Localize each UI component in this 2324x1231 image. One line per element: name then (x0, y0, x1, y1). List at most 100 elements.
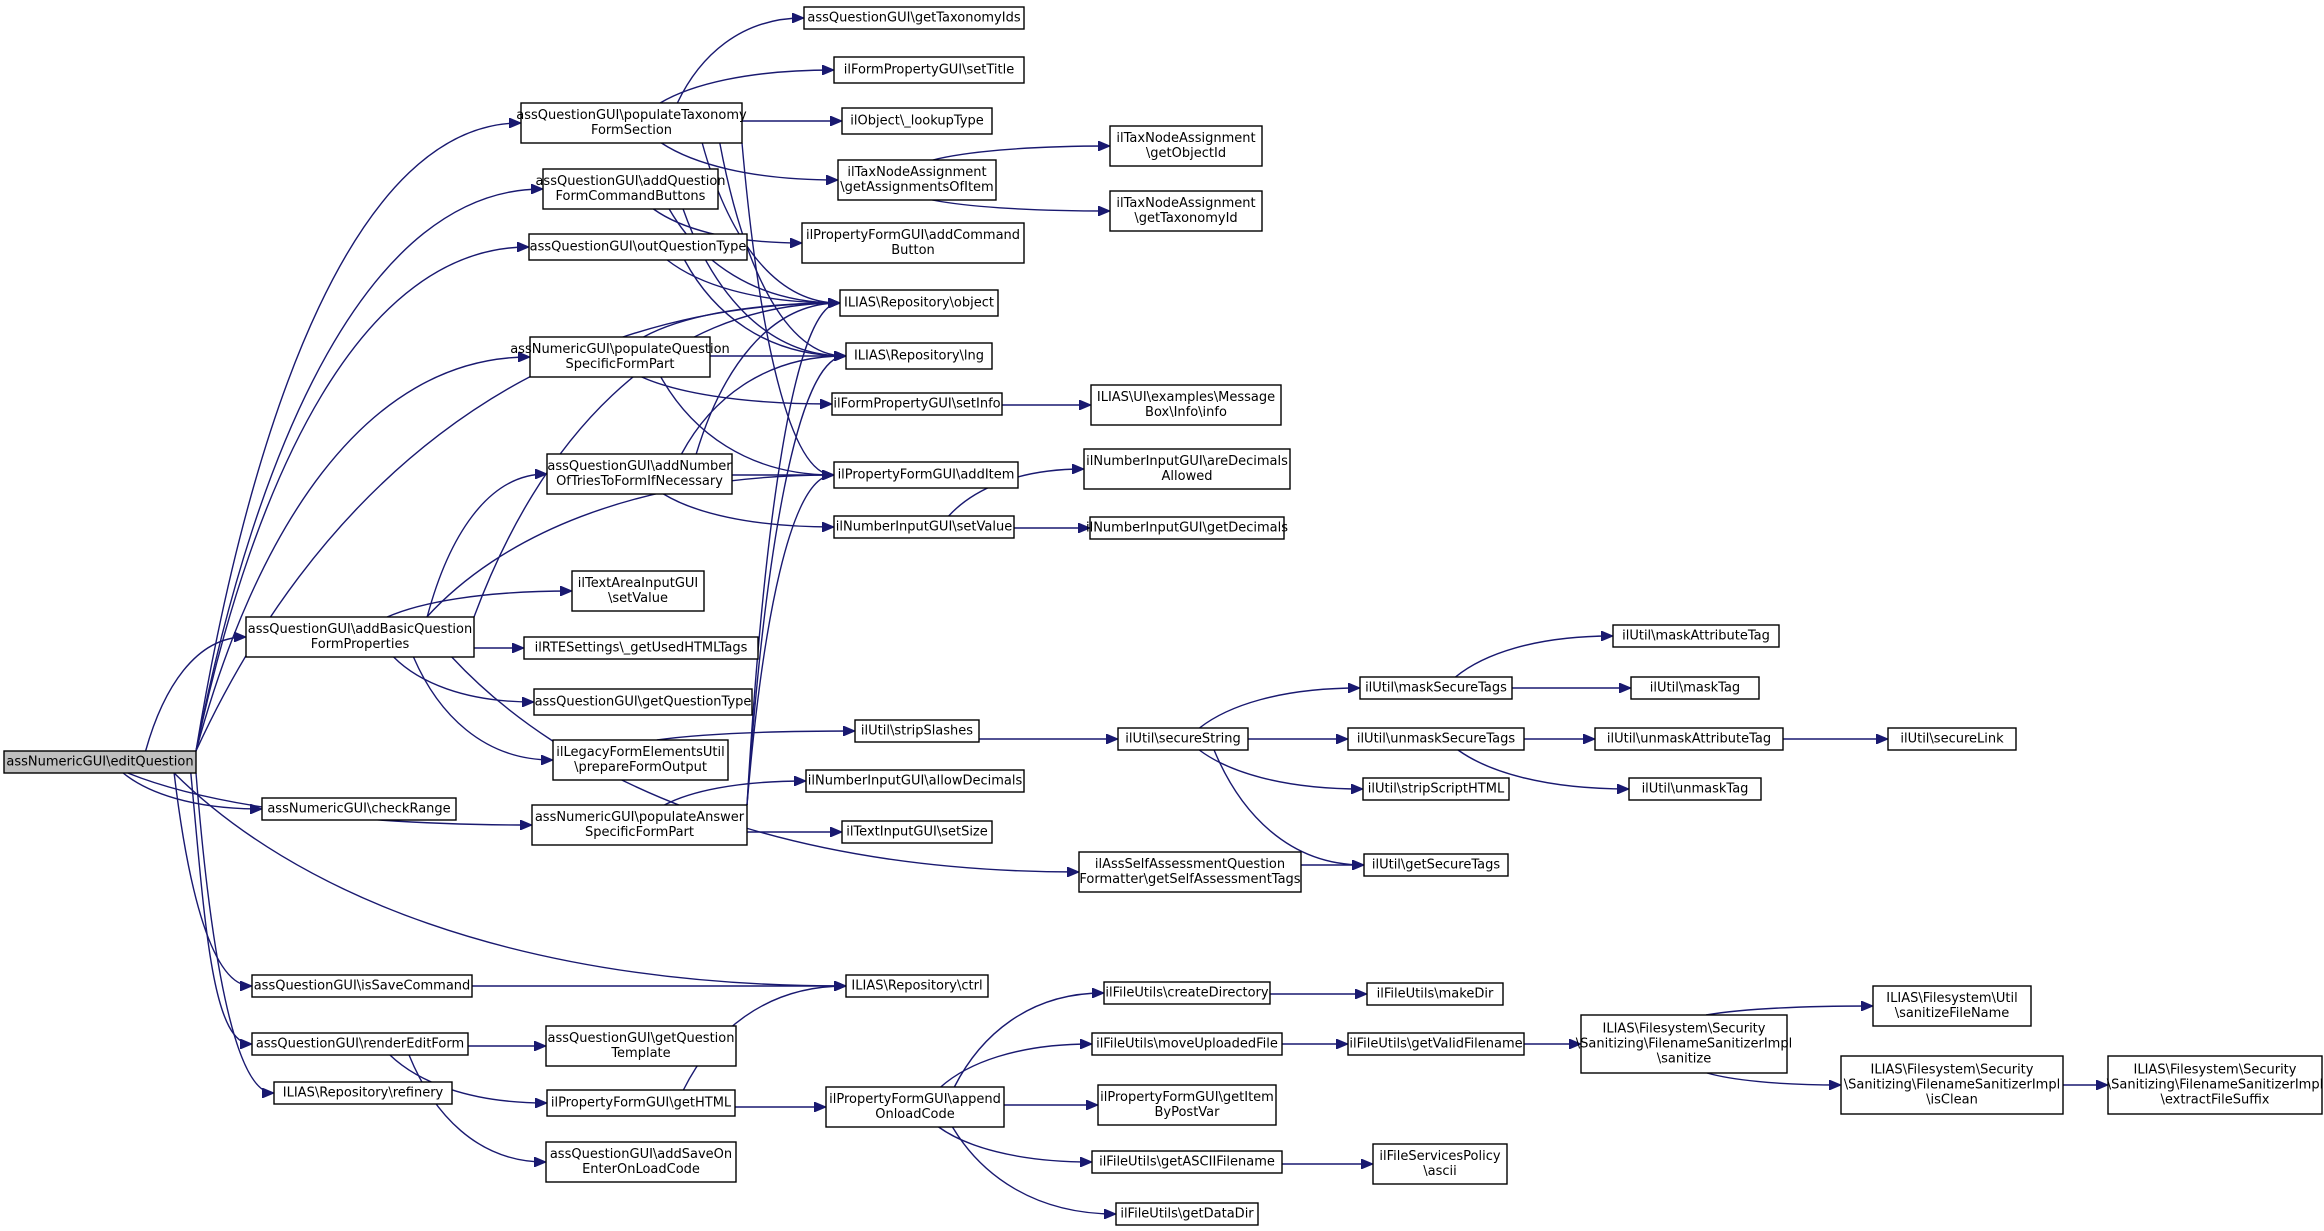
node-label: assQuestionGUI\getQuestionType (535, 695, 752, 710)
graph-node-stripSlashes[interactable]: ilUtil\stripSlashes (854, 719, 980, 743)
graph-node-maskAttributeTag[interactable]: ilUtil\maskAttributeTag (1612, 624, 1780, 648)
edge-addBasicQuestion-to-addNumberOfTries (426, 474, 546, 618)
graph-node-numberSetValue[interactable]: ilNumberInputGUI\setValue (833, 515, 1015, 539)
node-label: ILIAS\Repository\refinery (283, 1086, 444, 1101)
graph-node-unmaskSecureTags[interactable]: ilUtil\unmaskSecureTags (1347, 727, 1525, 751)
edge-populateAnswer-to-addItem (746, 475, 833, 806)
node-label: \Sanitizing\FilenameSanitizerImpl (1844, 1078, 2060, 1093)
graph-node-getSecureTags[interactable]: ilUtil\getSecureTags (1363, 853, 1509, 877)
graph-node-getValidFilename[interactable]: ilFileUtils\getValidFilename (1347, 1032, 1525, 1056)
graph-node-stripScriptHTML[interactable]: ilUtil\stripScriptHTML (1362, 777, 1510, 801)
node-box (805, 769, 1025, 793)
graph-node-populateQuestionSpecific[interactable]: assNumericGUI\populateQuestionSpecificFo… (510, 336, 730, 378)
graph-node-lookupType[interactable]: ilObject\_lookupType (841, 107, 993, 135)
graph-node-extractFileSuffix[interactable]: ILIAS\Filesystem\Security\Sanitizing\Fil… (2107, 1055, 2323, 1115)
node-box (1115, 1202, 1259, 1226)
graph-node-outQuestionType[interactable]: assQuestionGUI\outQuestionType (528, 233, 748, 261)
graph-node-setTitle[interactable]: ilFormPropertyGUI\setTitle (833, 56, 1025, 84)
edge-editQuestion-to-populateTaxonomy (195, 123, 520, 752)
graph-node-getDecimals[interactable]: ilNumberInputGUI\getDecimals (1086, 516, 1288, 540)
graph-node-repoLng[interactable]: ILIAS\Repository\lng (845, 342, 993, 370)
node-label: ilObject\_lookupType (850, 114, 983, 129)
graph-node-secureLink[interactable]: ilUtil\secureLink (1887, 727, 2017, 751)
graph-node-isClean[interactable]: ILIAS\Filesystem\Security\Sanitizing\Fil… (1840, 1055, 2064, 1115)
edge-getAssignmentsOfItem-to-getObjectId (932, 146, 1109, 161)
graph-node-getASCIIFilename[interactable]: ilFileUtils\getASCIIFilename (1091, 1150, 1283, 1174)
graph-node-moveUploadedFile[interactable]: ilFileUtils\moveUploadedFile (1091, 1032, 1283, 1056)
graph-node-addNumberOfTries[interactable]: assQuestionGUI\addNumberOfTriesToFormIfN… (546, 453, 733, 495)
edge-appendOnloadCode-to-getDataDir (951, 1126, 1115, 1214)
edge-secureString-to-getSecureTags (1213, 749, 1363, 865)
graph-node-getHTML[interactable]: ilPropertyFormGUI\getHTML (546, 1089, 736, 1117)
graph-node-isSaveCommand[interactable]: assQuestionGUI\isSaveCommand (251, 974, 473, 998)
graph-node-secureString[interactable]: ilUtil\secureString (1117, 727, 1249, 751)
node-box (1359, 676, 1513, 700)
graph-node-selfAssessmentTags[interactable]: ilAssSelfAssessmentQuestionFormatter\get… (1078, 851, 1302, 893)
edge-populateTaxonomy-to-getTaxonomyIds (676, 18, 803, 104)
node-box (1117, 727, 1249, 751)
graph-node-getQuestionType[interactable]: assQuestionGUI\getQuestionType (533, 688, 753, 716)
graph-node-prepareFormOutput[interactable]: ilLegacyFormElementsUtil\prepareFormOutp… (552, 739, 729, 781)
graph-node-unmaskTag[interactable]: ilUtil\unmaskTag (1628, 777, 1762, 801)
graph-node-addBasicQuestion[interactable]: assQuestionGUI\addBasicQuestionFormPrope… (245, 616, 475, 658)
graph-node-populateAnswer[interactable]: assNumericGUI\populateAnswerSpecificForm… (531, 804, 748, 846)
edge-populateQuestionSpecific-to-addItem (660, 376, 833, 475)
graph-node-populateTaxonomy[interactable]: assQuestionGUI\populateTaxonomyFormSecti… (516, 102, 747, 144)
graph-node-renderEditForm[interactable]: assQuestionGUI\renderEditForm (251, 1032, 469, 1056)
node-label: ilPropertyFormGUI\addItem (838, 468, 1015, 483)
graph-node-textAreaSetValue[interactable]: ilTextAreaInputGUI\setValue (571, 570, 705, 612)
graph-node-repoObject[interactable]: ILIAS\Repository\object (839, 289, 999, 317)
graph-node-unmaskAttributeTag[interactable]: ilUtil\unmaskAttributeTag (1594, 727, 1784, 751)
graph-node-rteGetUsedHTMLTags[interactable]: ilRTESettings\_getUsedHTMLTags (523, 636, 759, 660)
node-label: ilFormPropertyGUI\setTitle (844, 63, 1015, 78)
node-box (529, 336, 711, 378)
edge-editQuestion-to-refinery (195, 772, 273, 1093)
graph-node-sanitizeFileName[interactable]: ILIAS\Filesystem\Util\sanitizeFileName (1872, 985, 2032, 1027)
graph-node-getAssignmentsOfItem[interactable]: ilTaxNodeAssignment\getAssignmentsOfItem (837, 159, 997, 201)
graph-node-getTaxonomyId[interactable]: ilTaxNodeAssignment\getTaxonomyId (1109, 190, 1263, 232)
node-box (261, 797, 457, 821)
node-label: Box\Info\info (1145, 405, 1227, 420)
graph-node-repoCtrl[interactable]: ILIAS\Repository\ctrl (845, 974, 989, 998)
node-label: assQuestionGUI\addBasicQuestion (248, 622, 473, 637)
node-box (251, 974, 473, 998)
node-box (520, 102, 743, 144)
graph-node-maskTag[interactable]: ilUtil\maskTag (1630, 676, 1760, 700)
node-label: ilFileUtils\makeDir (1377, 987, 1494, 1002)
graph-node-addItem[interactable]: ilPropertyFormGUI\addItem (833, 461, 1019, 489)
graph-node-setInfo[interactable]: ilFormPropertyGUI\setInfo (831, 392, 1003, 416)
node-label: OnloadCode (875, 1107, 955, 1122)
edge-editQuestion-to-outQuestionType (195, 247, 528, 752)
graph-node-getTaxonomyIds[interactable]: assQuestionGUI\getTaxonomyIds (803, 6, 1025, 30)
graph-node-allowDecimals[interactable]: ilNumberInputGUI\allowDecimals (805, 769, 1025, 793)
graph-node-getObjectId[interactable]: ilTaxNodeAssignment\getObjectId (1109, 125, 1263, 167)
node-label: assQuestionGUI\renderEditForm (256, 1037, 464, 1052)
graph-node-makeDir[interactable]: ilFileUtils\makeDir (1366, 982, 1504, 1006)
graph-node-checkRange[interactable]: assNumericGUI\checkRange (261, 797, 457, 821)
graph-node-maskSecureTags[interactable]: ilUtil\maskSecureTags (1359, 676, 1513, 700)
graph-node-editQuestion[interactable]: assNumericGUI\editQuestion (3, 750, 197, 774)
node-box (552, 739, 729, 781)
node-label: ilUtil\stripScriptHTML (1368, 782, 1505, 797)
graph-node-setSize[interactable]: ilTextInputGUI\setSize (841, 820, 993, 844)
graph-node-refinery[interactable]: ILIAS\Repository\refinery (273, 1081, 453, 1105)
edge-getAssignmentsOfItem-to-getTaxonomyId (932, 199, 1109, 211)
node-label: ILIAS\Filesystem\Security (2134, 1063, 2297, 1078)
graph-node-asciiPolicy[interactable]: ilFileServicesPolicy\ascii (1372, 1143, 1508, 1185)
graph-node-addQuestionFormCommandButtons[interactable]: assQuestionGUI\addQuestionFormCommandBut… (535, 168, 726, 210)
node-box (1372, 1143, 1508, 1185)
node-label: ilUtil\getSecureTags (1372, 858, 1500, 873)
graph-node-sanitize[interactable]: ILIAS\Filesystem\Security\Sanitizing\Fil… (1576, 1014, 1792, 1074)
graph-node-createDirectory[interactable]: ilFileUtils\createDirectory (1103, 981, 1271, 1005)
graph-node-getDataDir[interactable]: ilFileUtils\getDataDir (1115, 1202, 1259, 1226)
node-label: ilTaxNodeAssignment (847, 165, 986, 180)
node-label: ilFileUtils\getValidFilename (1349, 1037, 1522, 1052)
node-label: ilUtil\stripSlashes (861, 724, 973, 739)
